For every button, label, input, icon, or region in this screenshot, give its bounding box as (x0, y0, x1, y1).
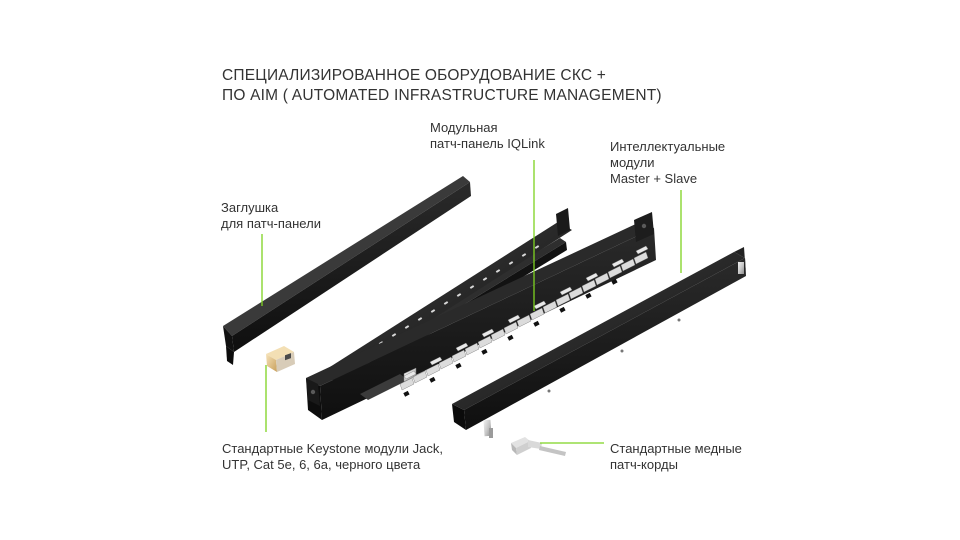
callout-intelligent-modules: Интеллектуальные модули Master + Slave (610, 139, 725, 187)
callout-patch-panel-line-2: патч-панель IQLink (430, 136, 545, 151)
callout-blank-cover: Заглушка для патч-панели (221, 200, 321, 232)
jack-row (399, 251, 649, 391)
title-line-1: СПЕЦИАЛИЗИРОВАННОЕ ОБОРУДОВАНИЕ СКС + (222, 67, 607, 84)
jack-row-upper (403, 245, 649, 380)
patch-cord (511, 437, 566, 456)
diagram-title: СПЕЦИАЛИЗИРОВАННОЕ ОБОРУДОВАНИЕ СКС + ПО… (222, 66, 662, 106)
callout-leader-lines (261, 160, 682, 444)
callout-keystone: Стандартные Keystone модули Jack, UTP, C… (222, 441, 443, 473)
installed-keystone-jacks (399, 245, 649, 397)
callout-cords-line-1: Стандартные медные (610, 441, 742, 456)
callout-keystone-line-1: Стандартные Keystone модули Jack, (222, 441, 443, 456)
callout-patch-cords: Стандартные медные патч-корды (610, 441, 742, 473)
intelligent-module-bar (452, 247, 746, 438)
title-line-2: ПО AIM ( AUTOMATED INFRASTRUCTURE MANAGE… (222, 87, 662, 104)
callout-patch-panel-line-1: Модульная (430, 120, 498, 135)
callout-patch-panel: Модульная патч-панель IQLink (430, 120, 545, 152)
callout-modules-line-2: модули (610, 155, 655, 170)
callout-modules-line-1: Интеллектуальные (610, 139, 726, 154)
callout-blank-line-2: для патч-панели (221, 216, 321, 231)
jack-ports (403, 278, 618, 397)
callout-blank-line-1: Заглушка (221, 200, 279, 215)
modular-patch-panel (306, 208, 656, 420)
callout-keystone-line-2: UTP, Cat 5e, 6, 6a, черного цвета (222, 457, 421, 472)
callout-modules-line-3: Master + Slave (610, 171, 698, 186)
loose-keystone-module (266, 346, 295, 372)
callout-cords-line-2: патч-корды (610, 457, 678, 472)
blank-cover-plate (223, 176, 471, 365)
